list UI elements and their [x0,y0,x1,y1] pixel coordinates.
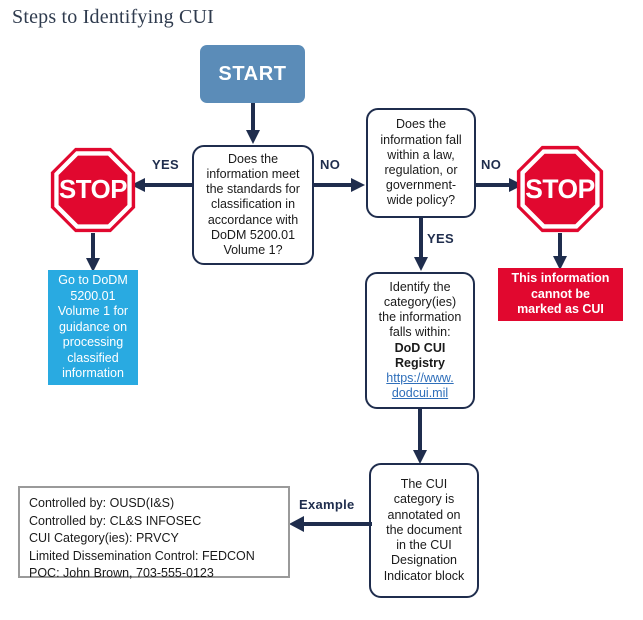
connector-law-yes [412,218,430,272]
decision-law-line-6: wide policy? [386,193,456,208]
dodcui-registry-link-line-2[interactable]: dodcui.mil [391,386,449,401]
node-goto-dodm: Go to DoDM 5200.01 Volume 1 for guidance… [48,270,138,385]
identify-category-line-4: falls within: [389,325,451,340]
cui-block-line-2: Controlled by: CL&S INFOSEC [29,513,202,528]
node-cannot-mark: This information cannot be marked as CUI [498,268,623,321]
annotate-doc-line-6: Designation [390,553,457,568]
decision-classification-line-5: accordance with [207,212,299,227]
decision-classification-line-6: DoDM 5200.01 [210,227,296,242]
edge-label-law-no: NO [481,157,502,172]
goto-dodm-line-7: information [62,366,124,381]
decision-classification-line-3: the standards for [206,182,300,197]
edge-label-law-yes: YES [427,231,454,246]
identify-category-line-1: Identify the [389,279,451,294]
node-start-label: START [218,62,287,85]
cui-block-line-4: Limited Dissemination Control: FEDCON [29,548,255,563]
connector-annotate-to-example [288,515,372,533]
stop-sign-icon-left: STOP [50,147,136,233]
annotate-doc-line-3: annotated on [387,507,461,522]
cui-block-line-1: Controlled by: OUSD(I&S) [29,496,175,510]
cannot-mark-line-2: cannot be [530,286,591,301]
identify-category-bold-line-2: Registry [394,355,446,370]
identify-category-line-3: the information [378,310,462,325]
annotate-doc-line-7: Indicator block [383,568,465,583]
svg-text:STOP: STOP [59,176,127,204]
node-decision-law: Does the information fall within a law, … [366,108,476,218]
annotate-doc-line-2: category is [393,492,455,507]
goto-dodm-line-1: Go to DoDM [58,273,128,288]
goto-dodm-line-5: processing [62,335,124,350]
connector-identify-to-annotate [411,409,429,465]
decision-classification-line-7: Volume 1? [223,243,283,257]
decision-classification-line-1: Does the [227,151,279,166]
cui-block-line-5: POC: John Brown, 703-555-0123 [29,566,214,580]
stop-sign-icon-right: STOP [516,145,604,233]
connector-classification-no [314,176,366,194]
decision-classification-line-2: information meet [206,166,300,181]
decision-law-line-3: within a law, [387,147,455,162]
cannot-mark-line-1: This information [511,271,610,286]
decision-classification-line-4: classification in [210,197,296,212]
svg-text:STOP: STOP [525,174,595,204]
octagon-shape: STOP [516,145,604,233]
decision-law-line-4: regulation, or [384,163,458,177]
identify-category-line-2: category(ies) [383,294,457,309]
connector-stop-left-to-guidance [84,233,102,273]
connector-start-to-classification [244,103,262,145]
dodcui-registry-link-line-1[interactable]: https://www. [386,370,454,385]
connector-law-no [476,176,524,194]
identify-category-bold-line-1: DoD CUI [394,340,446,355]
node-start: START [200,45,305,103]
annotate-doc-line-1: The CUI [400,477,448,492]
goto-dodm-line-2: 5200.01 [70,288,116,303]
node-decision-classification: Does the information meet the standards … [192,145,314,265]
cui-block-line-3: CUI Category(ies): PRVCY [29,531,179,545]
node-annotate-document: The CUI category is annotated on the doc… [369,463,479,598]
annotate-doc-line-4: the document [386,522,462,537]
decision-law-line-2: information fall [380,132,462,147]
edge-label-example: Example [299,497,355,512]
goto-dodm-line-3: Volume 1 for [57,304,129,319]
goto-dodm-line-6: classified [67,350,119,365]
octagon-shape: STOP [50,147,136,233]
decision-law-line-1: Does the [395,117,447,132]
page-title: Steps to Identifying CUI [12,6,215,28]
connector-stop-right-to-warning [551,233,569,271]
node-cui-designation-block: Controlled by: OUSD(I&S) Controlled by: … [18,486,290,580]
edge-label-classification-no: NO [320,157,341,172]
decision-law-line-5: government- [385,178,457,193]
edge-label-classification-yes: YES [152,157,179,172]
cannot-mark-line-3: marked as CUI [517,302,604,317]
connector-classification-yes [130,176,194,194]
goto-dodm-line-4: guidance on [58,319,128,334]
node-identify-category: Identify the category(ies) the informati… [365,272,475,409]
annotate-doc-line-5: in the CUI [396,538,452,553]
